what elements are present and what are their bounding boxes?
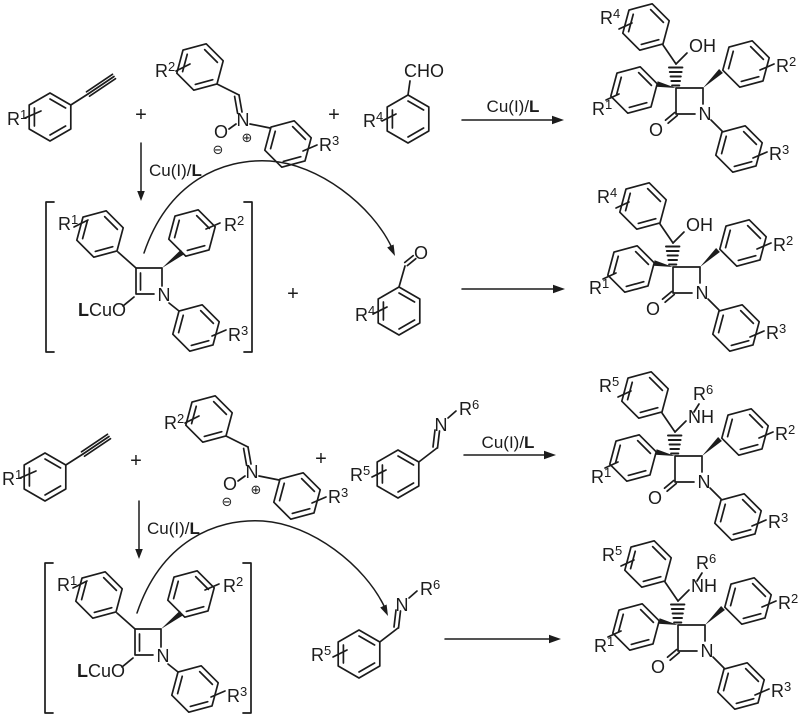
benzaldehyde-electrophile: O R4 [355,243,428,336]
r4-label: R4 [363,109,383,131]
plus-sign: + [130,450,142,472]
catalyst-label: Cu(I)/L [487,97,540,116]
cho-bond [407,80,411,96]
carbonyl-oxygen-label: O [414,243,428,263]
catalyst-label: Cu(I)/L [149,161,202,180]
r4-label: R4 [597,185,617,207]
r4-phenyl-ring [386,94,430,144]
arrowhead-icon [544,450,556,460]
beta-lactam [589,177,793,356]
beta-lactam [592,0,796,178]
r4-attachment-bond [372,306,388,315]
catalyst-arrow-down-2: Cu(I)/L [135,500,200,559]
curved-arrow-shaft [143,160,393,254]
r5-label: R5 [602,543,622,565]
r4-label: R4 [355,303,375,325]
nh-label: NH [688,407,714,427]
cho-label: CHO [404,61,444,81]
arrowhead-icon [387,244,395,256]
arrowhead-icon [553,284,565,294]
product-4-amino-beta-lactam: NH R6 R5 [594,535,798,714]
plus-sign: + [315,448,327,470]
arrowhead-icon [552,115,564,125]
catalyst-arrow-2: Cu(I)/L [463,433,556,460]
product-1-hydroxy-beta-lactam: OH R4 [592,0,796,178]
r4-phenyl-ring [377,286,421,336]
nitrone-reactant-1 [155,38,339,172]
product-3-amino-beta-lactam: NH R6 R5 [591,366,795,545]
oh-label: OH [686,215,713,235]
catalyst-label: Cu(I)/L [482,433,535,452]
c-aryl-bond [398,265,406,288]
alkyne-reactant-2 [2,434,111,501]
catalyst-label: Cu(I)/L [147,519,200,538]
curved-arrow-shaft [136,520,386,614]
catalyst-arrow-down-1: Cu(I)/L [137,142,202,201]
plus-sign: + [135,104,147,126]
benzaldehyde-reactant: CHO R4 [363,61,444,144]
r6-label: R6 [693,382,713,404]
imine-reactant [350,397,479,498]
bracketed-intermediate-1 [46,202,252,357]
arrowhead-icon [380,604,388,616]
r6-label: R6 [696,551,716,573]
plus-sign: + [328,104,340,126]
r4-attachment-bond [381,113,397,122]
r4-label: R4 [600,6,620,28]
arrowhead-icon [135,549,143,559]
forward-arrow-1 [461,284,565,294]
plus-sign: + [287,283,299,305]
arrowhead-icon [549,634,561,644]
curved-arrow-2 [136,520,388,616]
curved-arrow-1 [143,160,395,256]
forward-arrow-2 [444,634,561,644]
carbonyl-double-bond [403,254,417,267]
product-2-hydroxy-beta-lactam: OH R4 [589,177,793,356]
n-r6-bond [693,403,700,413]
oh-label: OH [689,36,716,56]
nh-label: NH [691,576,717,596]
n-r6-bond [696,572,703,582]
catalyst-arrow-1: Cu(I)/L [461,97,564,125]
r5-label: R5 [599,374,619,396]
arrowhead-icon [137,191,145,201]
alkyne-reactant-1 [7,74,116,141]
